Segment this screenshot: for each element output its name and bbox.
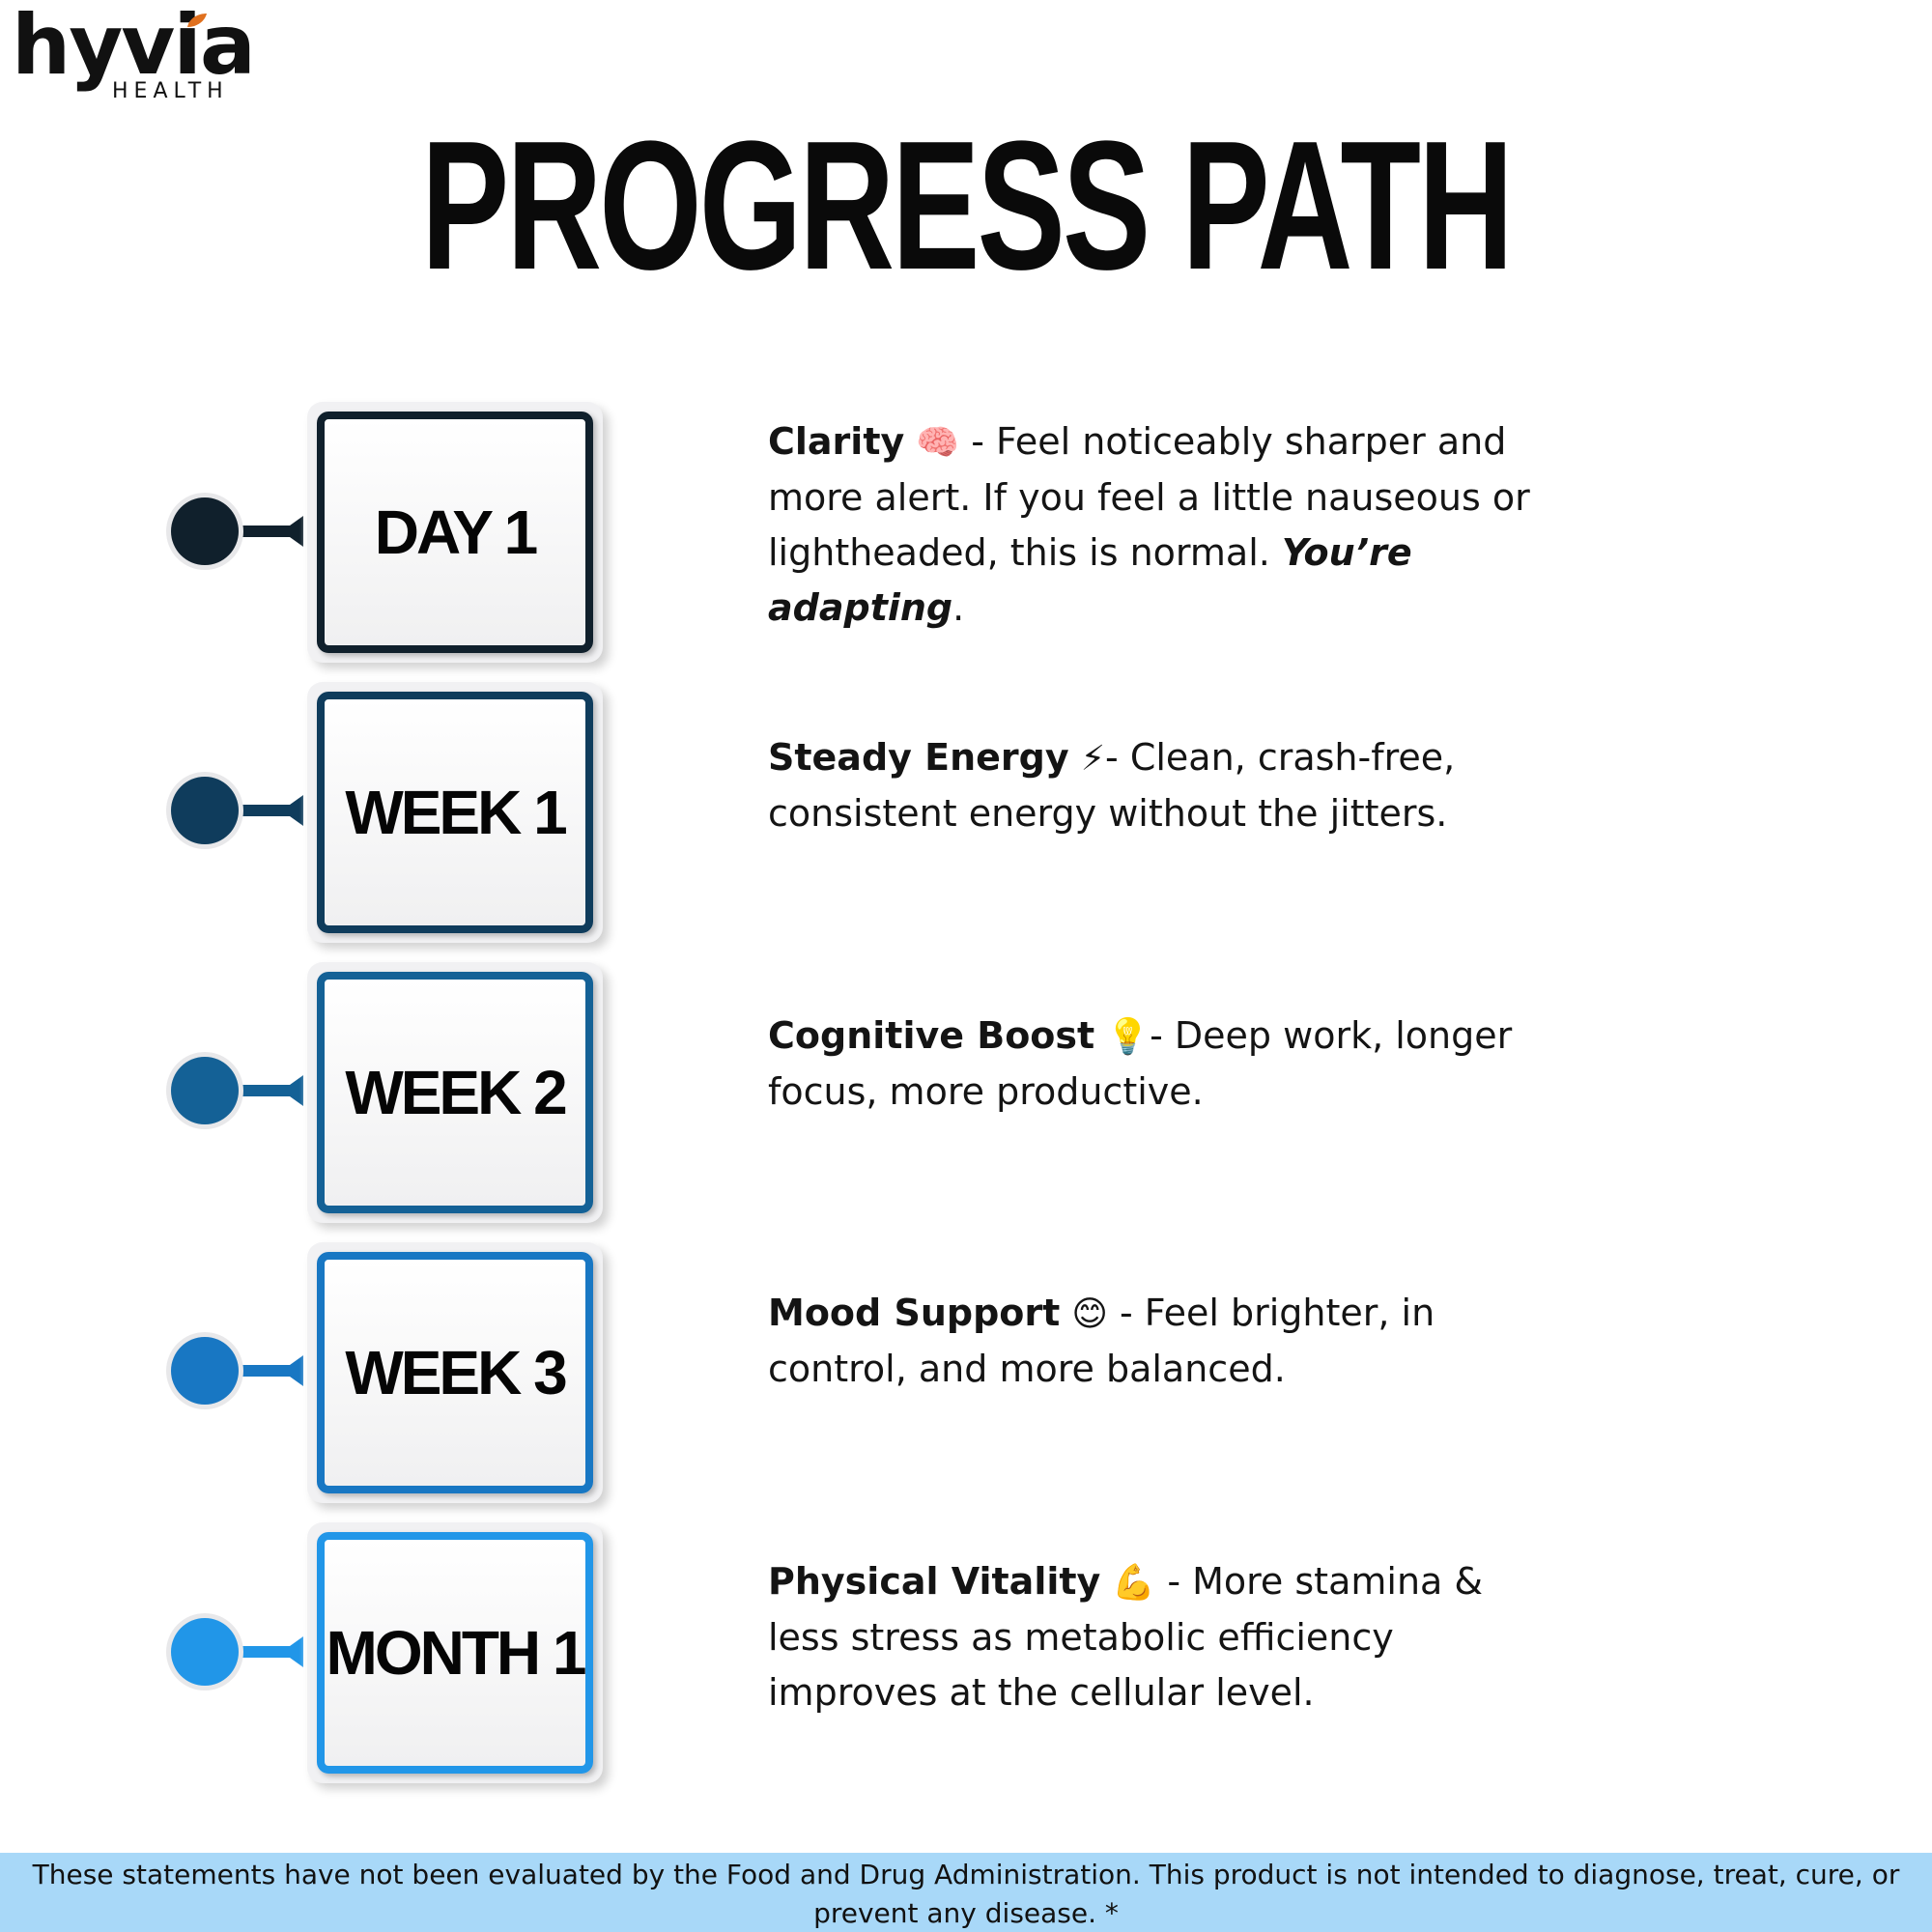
step-text: - Deep work, longer focus, more producti… [768, 1014, 1513, 1113]
smiling-face-icon: 😊 [1071, 1294, 1108, 1334]
timeline-connector [232, 1355, 303, 1386]
step-frame: WEEK 3 [317, 1252, 593, 1493]
step-card-week-1: WEEK 1 [307, 682, 603, 943]
step-label: WEEK 3 [345, 1338, 567, 1407]
step-frame: MONTH 1 [317, 1532, 593, 1774]
timeline-node-ring [166, 493, 243, 570]
page-title: PROGRESS PATH [420, 103, 1514, 308]
brand-subtitle: HEALTH [112, 79, 229, 103]
step-card-month-1: MONTH 1 [307, 1522, 603, 1783]
step-heading: Mood Support [768, 1292, 1061, 1334]
disclaimer-footer: These statements have not been evaluated… [0, 1853, 1932, 1932]
step-text: - Feel noticeably sharper and more alert… [768, 420, 1530, 574]
lightbulb-icon: 💡 [1106, 1017, 1151, 1057]
timeline-node [171, 777, 239, 844]
step-text-end: . [952, 586, 965, 629]
step-emphasis: You’re adapting [768, 531, 1412, 629]
timeline-connector [232, 516, 303, 547]
timeline-connector [232, 1075, 303, 1106]
step-label: WEEK 2 [345, 1058, 567, 1127]
timeline-node-ring [166, 772, 243, 849]
step-frame: DAY 1 [317, 412, 593, 653]
step-text: - Clean, crash-free, consistent energy w… [768, 736, 1456, 835]
step-description-physical-vitality: Physical Vitality 💪 - More stamina & les… [768, 1554, 1541, 1720]
leaf-icon [187, 14, 207, 27]
step-label: WEEK 1 [345, 778, 567, 847]
timeline-connector [232, 1636, 303, 1667]
flexed-arm-icon: 💪 [1112, 1563, 1156, 1603]
step-card-week-2: WEEK 2 [307, 962, 603, 1223]
timeline-node [171, 497, 239, 565]
step-text: - More stamina & less stress as metaboli… [768, 1560, 1484, 1714]
step-label: DAY 1 [374, 497, 538, 567]
step-heading: Physical Vitality [768, 1560, 1101, 1603]
step-label: MONTH 1 [326, 1618, 587, 1688]
disclaimer-text: These statements have not been evaluated… [32, 1859, 1900, 1929]
step-frame: WEEK 1 [317, 692, 593, 933]
step-heading: Clarity [768, 420, 905, 463]
lightning-icon: ⚡ [1080, 739, 1106, 779]
timeline-node-ring [166, 1052, 243, 1129]
timeline-connector [232, 795, 303, 826]
timeline-node-ring [166, 1332, 243, 1409]
timeline-node-ring [166, 1613, 243, 1690]
step-text: - Feel brighter, in control, and more ba… [768, 1292, 1435, 1390]
timeline-node [171, 1337, 239, 1405]
step-description-cognitive-boost: Cognitive Boost 💡- Deep work, longer foc… [768, 1009, 1541, 1120]
step-frame: WEEK 2 [317, 972, 593, 1213]
step-heading: Cognitive Boost [768, 1014, 1095, 1057]
brand-logo: hyvia HEALTH [12, 4, 256, 104]
step-card-day-1: DAY 1 [307, 402, 603, 663]
brain-icon: 🧠 [916, 423, 960, 463]
step-heading: Steady Energy [768, 736, 1069, 779]
step-card-week-3: WEEK 3 [307, 1242, 603, 1503]
timeline-node [171, 1618, 239, 1686]
brand-name: hyvia [12, 0, 256, 94]
step-description-steady-energy: Steady Energy ⚡- Clean, crash-free, cons… [768, 730, 1541, 841]
step-description-mood-support: Mood Support 😊 - Feel brighter, in contr… [768, 1286, 1541, 1397]
step-description-clarity: Clarity 🧠 - Feel noticeably sharper and … [768, 414, 1541, 636]
timeline-node [171, 1057, 239, 1124]
